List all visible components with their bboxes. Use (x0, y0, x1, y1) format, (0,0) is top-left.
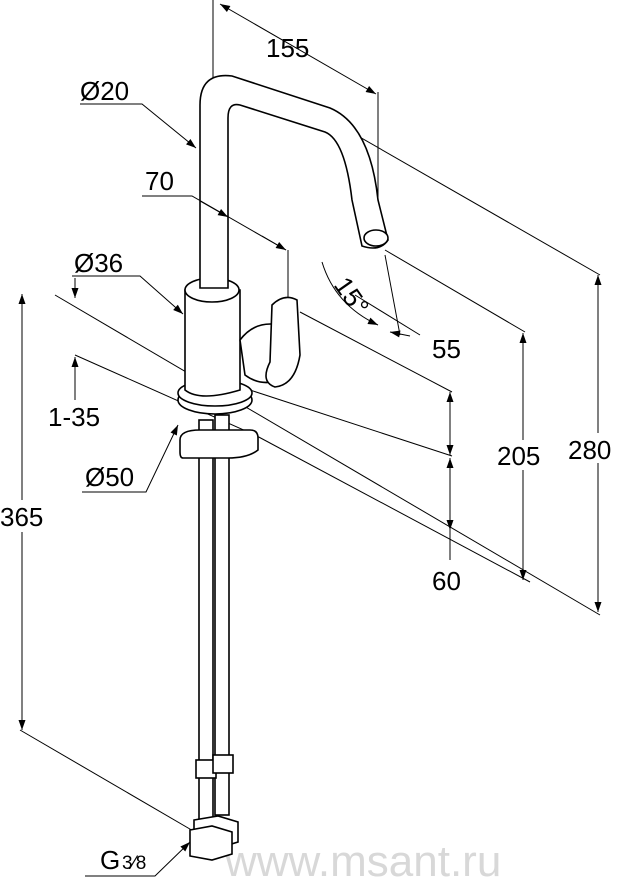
leader-diameter-50 (82, 424, 179, 493)
leader-diameter-20 (80, 103, 197, 149)
dim-line-155 (219, 3, 377, 95)
leader-diameter-36 (72, 275, 184, 315)
dim-label-60: 60 (432, 566, 461, 596)
dim-label-angle-15: 15° (328, 271, 375, 320)
dim-label-205: 205 (497, 441, 540, 471)
angle-arrow (389, 330, 411, 338)
dim-label-1-35: 1-35 (48, 402, 100, 432)
dim-label-55: 55 (432, 334, 461, 364)
arrow-70-right (261, 235, 287, 251)
dim-label-155: 155 (266, 33, 309, 63)
dim-label-70: 70 (145, 166, 174, 196)
dim-label-diameter-20: Ø20 (80, 76, 129, 106)
watermark: www.msant.ru (224, 837, 501, 879)
dim-label-thread-fraction: 3⁄8 (122, 853, 146, 874)
arrow-70-left (199, 200, 229, 218)
angle-arc-15 (321, 261, 379, 326)
dim-label-365: 365 (0, 502, 43, 532)
dim-label-diameter-50: Ø50 (85, 462, 134, 492)
dim-label-280: 280 (568, 435, 611, 465)
leader-thread (85, 841, 191, 877)
leader-70 (142, 195, 287, 251)
dim-label-diameter-36: Ø36 (74, 248, 123, 278)
dim-label-thread-prefix: G (100, 845, 120, 875)
faucet-illustration (177, 74, 389, 861)
extension-lines (19, 0, 601, 833)
